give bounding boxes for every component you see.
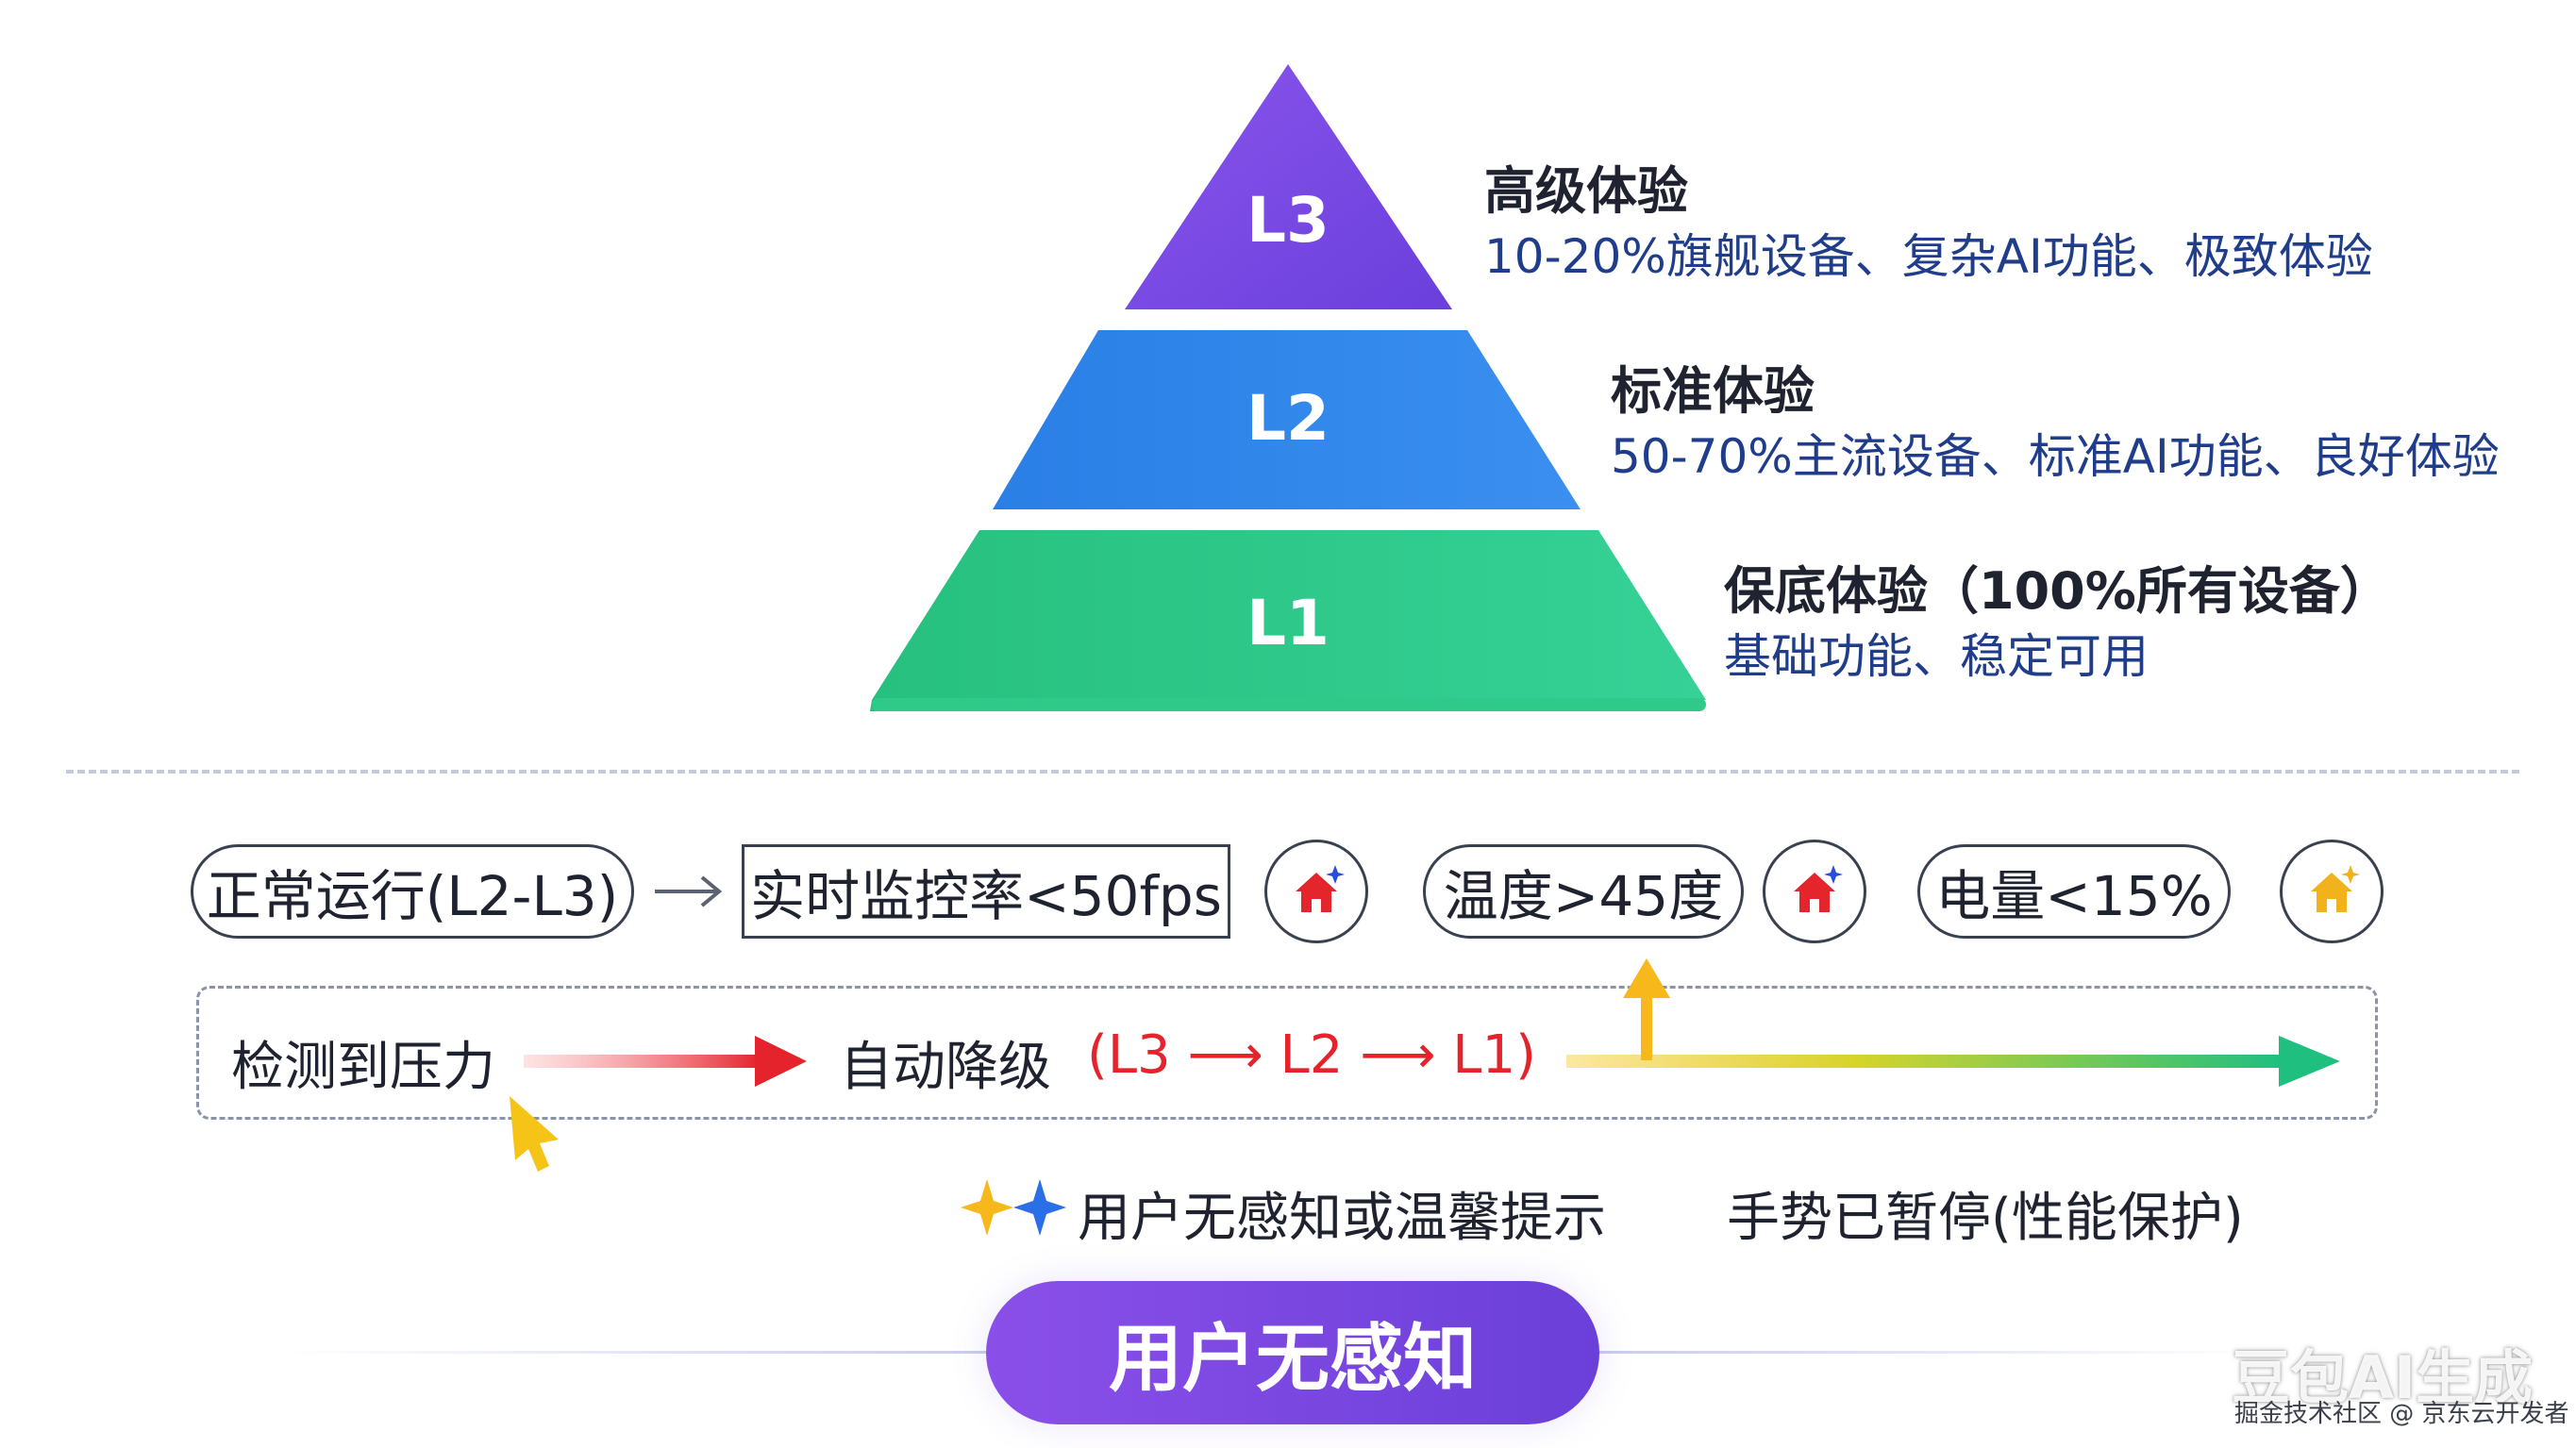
house-alert-yellow	[2280, 840, 2384, 943]
pyramid-tier-l2	[993, 330, 1581, 509]
note-user-hint: 用户无感知或温馨提示	[1078, 1188, 1606, 1249]
state-temperature: 温度>45度	[1423, 844, 1744, 939]
red-arrow-icon	[524, 1036, 807, 1087]
house-sparkle-red-icon	[1794, 865, 1843, 912]
note-gesture-paused: 手势已暂停(性能保护)	[1727, 1188, 2244, 1249]
house-sparkle-yellow-icon	[2311, 865, 2360, 912]
state-battery: 电量<15%	[1917, 844, 2231, 939]
button-line-right	[1599, 1351, 2260, 1354]
cursor-pointer-icon	[510, 1096, 559, 1172]
house-sparkle-red-icon	[1296, 865, 1345, 912]
tier-desc-l3: 10-20%旗舰设备、复杂AI功能、极致体验	[1484, 229, 2373, 284]
watermark-credit: 掘金技术社区 @ 京东云开发者	[2234, 1400, 2569, 1428]
user-unaware-button[interactable]: 用户无感知	[986, 1281, 1599, 1424]
section-divider	[66, 770, 2519, 774]
tier-title-l3: 高级体验	[1484, 161, 1688, 221]
state-normal: 正常运行(L2-L3)	[191, 844, 634, 939]
watermark-brand: 豆包AI生成	[2232, 1343, 2534, 1412]
degrade-flow-box	[196, 986, 2378, 1120]
house-alert-red-1	[1264, 840, 1368, 943]
pyramid-tier-l3	[1125, 64, 1452, 309]
tier-label-l3: L3	[1246, 184, 1330, 257]
tier-desc-l1: 基础功能、稳定可用	[1724, 629, 2149, 684]
flow-level-sequence: (L3 ⟶ L2 ⟶ L1)	[1087, 1024, 1536, 1086]
flow-detect: 检测到压力	[231, 1037, 495, 1098]
sparkles-icon	[961, 1179, 1066, 1236]
pyramid-tier-l1	[870, 530, 1706, 711]
tier-title-l1: 保底体验（100%所有设备）	[1724, 561, 2391, 621]
flow-auto: 自动降级	[840, 1037, 1051, 1098]
button-line-left	[283, 1351, 986, 1354]
arrow-right-icon	[655, 875, 723, 907]
house-alert-red-2	[1763, 840, 1866, 943]
tier-label-l1: L1	[1246, 587, 1330, 659]
gradient-arrow-icon	[1566, 958, 2340, 1087]
tier-desc-l2: 50-70%主流设备、标准AI功能、良好体验	[1611, 429, 2500, 484]
pyramid-diagram	[870, 64, 1706, 711]
tier-title-l2: 标准体验	[1611, 361, 1815, 421]
state-monitor: 实时监控率<50fps	[742, 844, 1230, 939]
tier-label-l2: L2	[1246, 382, 1330, 455]
